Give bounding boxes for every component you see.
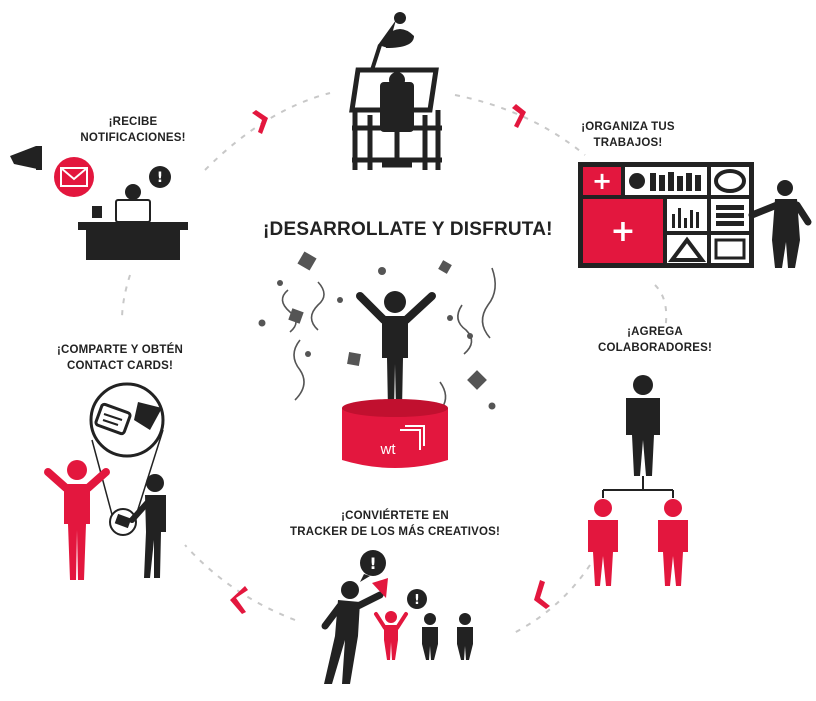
- label-line: ¡COMPARTE Y OBTÉN: [56, 344, 184, 356]
- member-body: [588, 520, 618, 586]
- member-body: [658, 520, 688, 586]
- step-tracker-label: ¡CONVIÉRTETE EN TRACKER DE LOS MÁS CREAT…: [270, 508, 520, 540]
- follower-head: [459, 613, 471, 625]
- envelope-icon: [60, 167, 88, 187]
- follower-body: [384, 625, 398, 660]
- lamp-joint: [394, 12, 406, 24]
- sharer-body: [144, 495, 166, 578]
- receiver-head: [67, 460, 87, 480]
- celebrating-person-body: [382, 316, 408, 410]
- plus-icon: +: [592, 167, 612, 195]
- ring-segment-bottom-right: [509, 564, 591, 636]
- label-line: NOTIFICACIONES!: [80, 132, 186, 144]
- board-tile-plus-large: [583, 199, 663, 263]
- step-notify-label: ¡RECIBE NOTIFICACIONES!: [68, 114, 198, 146]
- center-headline: ¡DESARROLLATE Y DISFRUTA!: [263, 219, 553, 240]
- org-chart-illustration: [588, 375, 688, 586]
- confetti: [258, 251, 496, 410]
- lamp-arm: [370, 44, 382, 71]
- lamp-shade: [386, 29, 414, 48]
- alert-bubble-icon: [149, 166, 171, 188]
- ring-segment-top-left: [204, 92, 331, 171]
- pedestal-logo-text: wt: [380, 441, 397, 458]
- plus-icon: +: [610, 214, 635, 249]
- alert-glyph: !: [369, 554, 376, 573]
- desk-front: [86, 230, 180, 260]
- label-line: CONTACT CARDS!: [66, 360, 174, 372]
- direction-arrows: [230, 104, 550, 614]
- label-line: ¡RECIBE: [108, 116, 158, 128]
- leader-head: [633, 375, 653, 395]
- celebrating-person-head: [384, 291, 406, 313]
- alert-glyph: !: [414, 593, 420, 608]
- receiver-body: [64, 484, 90, 580]
- contact-card-illustration: [44, 382, 166, 580]
- follower-body: [422, 627, 438, 660]
- chair-back: [380, 82, 414, 132]
- ring-segment-bottom-left: [184, 544, 296, 621]
- streamers: [281, 267, 496, 409]
- worker-head: [125, 184, 141, 200]
- dashed-cycle-ring: [121, 92, 668, 636]
- leader-head: [341, 581, 359, 599]
- contact-card-icon: [94, 402, 132, 436]
- step-organize-label: ¡ORGANIZA TUS TRABAJOS!: [568, 119, 688, 151]
- label-line: ¡AGREGA: [627, 326, 683, 338]
- presenter-body: [772, 199, 800, 268]
- presenter-head: [777, 180, 793, 196]
- step-share-label: ¡COMPARTE Y OBTÉN CONTACT CARDS!: [45, 342, 195, 374]
- laptop-icon: [115, 199, 151, 223]
- ring-segment-top-right: [454, 94, 586, 156]
- sharer-head: [146, 474, 164, 492]
- desk-lamp-icon: [378, 20, 396, 48]
- leader-body: [626, 398, 660, 476]
- label-line: ¡ORGANIZA TUS: [581, 121, 675, 133]
- follower-body: [457, 627, 473, 660]
- follower-head: [424, 613, 436, 625]
- arrow-chevron-icon: [252, 110, 268, 134]
- board-tile-plus: [583, 167, 621, 195]
- coffee-cup-icon: [92, 206, 102, 218]
- arrow-chevron-icon: [512, 104, 526, 128]
- megaphone-icon: [372, 578, 388, 598]
- organize-board-illustration: + +: [578, 162, 812, 268]
- member-head: [594, 499, 612, 517]
- org-chart-connector: [602, 476, 674, 498]
- label-line: COLABORADORES!: [598, 342, 712, 354]
- step-collaborators-label: ¡AGREGA COLABORADORES!: [590, 324, 720, 356]
- megaphone-icon: [10, 146, 42, 170]
- logo-icon: [400, 425, 425, 450]
- ring-segment-right: [654, 284, 668, 331]
- arrow-chevron-icon: [534, 580, 550, 609]
- celebration-illustration: wt: [258, 251, 496, 468]
- label-line: TRACKER DE LOS MÁS CREATIVOS!: [289, 526, 501, 538]
- drafting-desk-illustration: [349, 12, 442, 170]
- alert-glyph: !: [157, 170, 163, 186]
- label-line: TRABAJOS!: [593, 137, 663, 149]
- follower-head: [385, 611, 397, 623]
- alert-bubble-icon: [407, 589, 427, 609]
- tracker-illustration: ! !: [321, 550, 473, 684]
- notifications-illustration: !: [10, 146, 188, 260]
- pedestal: [342, 408, 448, 468]
- ring-segment-left: [121, 274, 131, 321]
- desk-legs: [352, 110, 442, 170]
- alert-bubble-icon: [360, 550, 386, 576]
- desk-top: [78, 222, 188, 230]
- pedestal-top: [342, 399, 448, 417]
- arrow-chevron-icon: [230, 586, 248, 614]
- member-head: [664, 499, 682, 517]
- leader-body: [324, 600, 360, 684]
- label-line: ¡CONVIÉRTETE EN: [341, 510, 449, 522]
